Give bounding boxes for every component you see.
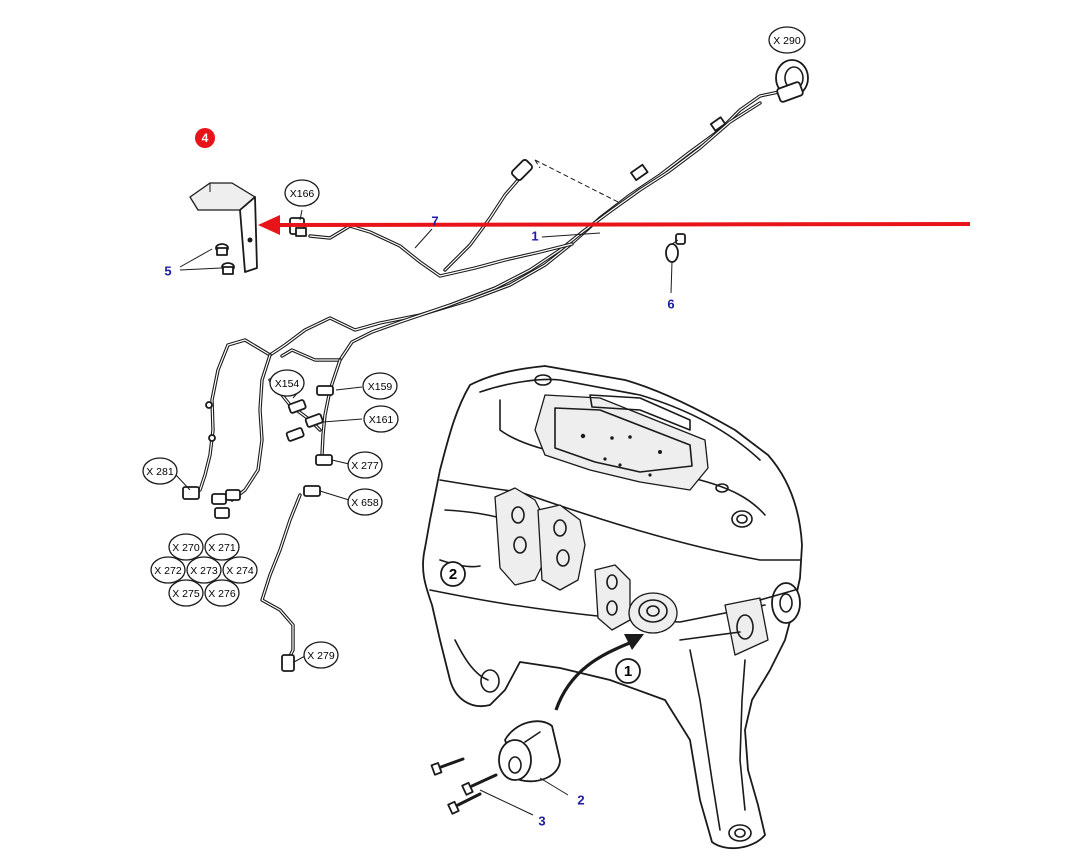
connector-label-text: X159 xyxy=(368,381,393,393)
connector-label-text: X 270 xyxy=(172,542,200,554)
connector-label-x290[interactable]: X 290 xyxy=(768,26,806,54)
connector-label-x273[interactable]: X 273 xyxy=(186,556,222,584)
connector-label-text: X 275 xyxy=(172,588,200,600)
hitch-housing: 2 1 xyxy=(422,365,803,850)
clip-part-6 xyxy=(665,233,686,263)
screw xyxy=(215,243,229,256)
insertion-arrow xyxy=(554,640,633,711)
connector-label-text: X 290 xyxy=(773,35,801,47)
connector-label-x281[interactable]: X 281 xyxy=(142,457,178,485)
part-number-7[interactable]: 7 xyxy=(431,213,438,228)
part-4-highlight-badge[interactable] xyxy=(195,128,215,148)
connector-label-x277[interactable]: X 277 xyxy=(347,451,383,479)
connector-label-x275[interactable]: X 275 xyxy=(168,579,204,607)
housing-mark-1-circle xyxy=(615,658,641,684)
part-number-5[interactable]: 5 xyxy=(164,263,171,278)
connector-label-x272[interactable]: X 272 xyxy=(150,556,186,584)
highlight-arrow-line xyxy=(274,222,971,227)
connector-label-text: X154 xyxy=(275,378,300,390)
connector-label-text: X 281 xyxy=(146,466,174,478)
housing-mark-1: 1 xyxy=(624,663,632,680)
bolt xyxy=(461,773,498,796)
connector-label-x279[interactable]: X 279 xyxy=(303,641,339,669)
connector-label-text: X 274 xyxy=(226,565,254,577)
connector-label-text: X166 xyxy=(290,188,315,200)
housing-mark-2-circle xyxy=(440,561,466,587)
connector-label-text: X 277 xyxy=(351,460,379,472)
screw xyxy=(221,262,235,275)
bolt xyxy=(447,792,482,815)
part-number-3[interactable]: 3 xyxy=(538,813,545,828)
connector-label-x159[interactable]: X159 xyxy=(362,372,398,400)
connector-label-x271[interactable]: X 271 xyxy=(204,533,240,561)
part-number-6[interactable]: 6 xyxy=(667,296,674,311)
part-number-4[interactable]: 4 xyxy=(202,131,209,145)
connector-label-text: X 273 xyxy=(190,565,218,577)
connector-label-text: X 271 xyxy=(208,542,236,554)
housing-mark-2: 2 xyxy=(449,566,457,583)
plug-part-2 xyxy=(498,720,561,783)
highlight-arrowhead xyxy=(258,215,280,235)
bolt xyxy=(430,757,465,776)
connector-label-text: X161 xyxy=(369,414,394,426)
part-number-1[interactable]: 1 xyxy=(531,228,538,243)
connector-x290-plug xyxy=(775,59,809,103)
connector-label-text: X 276 xyxy=(208,588,236,600)
connector-label-x274[interactable]: X 274 xyxy=(222,556,258,584)
insertion-arrow-head xyxy=(624,634,644,650)
connector-label-x154[interactable]: X154 xyxy=(269,369,305,397)
bracket-part-4 xyxy=(189,182,258,273)
connector-label-text: X 272 xyxy=(154,565,182,577)
part-number-2[interactable]: 2 xyxy=(577,792,584,807)
connector-label-text: X 658 xyxy=(351,497,379,509)
connector-label-text: X 279 xyxy=(307,650,335,662)
wiring-harness xyxy=(182,88,790,672)
connector-label-x658[interactable]: X 658 xyxy=(347,488,383,516)
connector-label-x276[interactable]: X 276 xyxy=(204,579,240,607)
connector-label-x270[interactable]: X 270 xyxy=(168,533,204,561)
connector-label-x161[interactable]: X161 xyxy=(363,405,399,433)
connector-label-x166[interactable]: X166 xyxy=(284,179,320,207)
